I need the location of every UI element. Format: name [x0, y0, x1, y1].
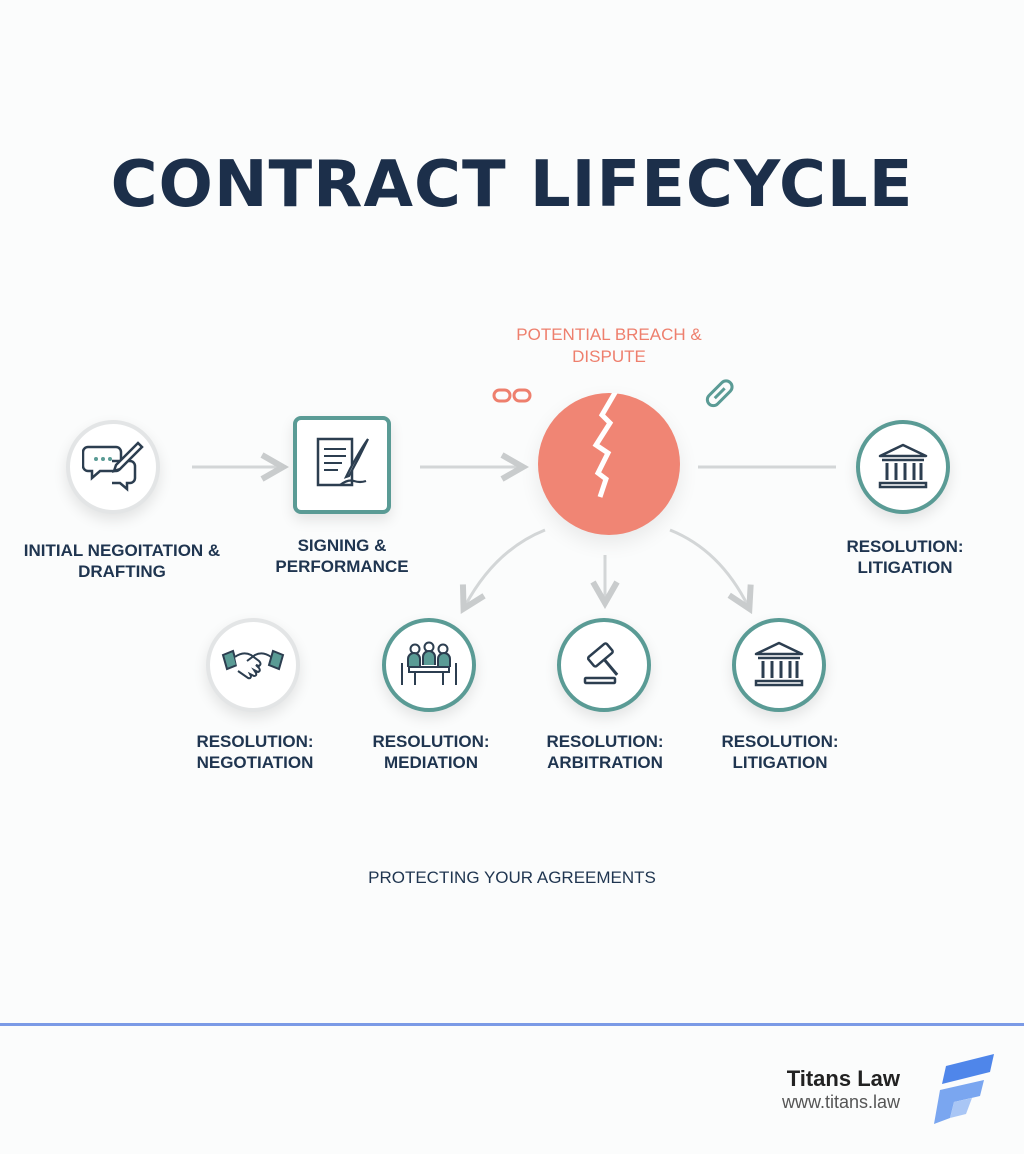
- resolution-mediation-label: RESOLUTION: MEDIATION: [372, 732, 490, 772]
- resolution-mediation-node: [382, 618, 476, 712]
- meeting-table-icon: [401, 641, 457, 685]
- breach-node: [538, 389, 680, 535]
- crack-icon: [592, 389, 619, 498]
- resolution-arbitration-label: RESOLUTION: ARBITRATION: [546, 732, 664, 772]
- diagram-title: CONTRACT LIFECYCLE: [110, 148, 914, 222]
- brand-name: Titans Law: [786, 1066, 900, 1091]
- brand-url: www.titans.law: [781, 1092, 900, 1112]
- chat-pen-icon: [82, 441, 144, 492]
- document-quill-icon: [316, 437, 369, 487]
- signing-performance-label: SIGNING & PERFORMANCE: [275, 536, 409, 576]
- breach-label: POTENTIAL BREACH & DISPUTE: [516, 325, 702, 366]
- handshake-icon: [221, 649, 285, 680]
- tagline: PROTECTING YOUR AGREEMENTS: [368, 868, 656, 887]
- courthouse-icon: [754, 641, 804, 687]
- gavel-icon: [583, 642, 619, 685]
- negotiation-drafting-label: INITIAL NEGOITATION & DRAFTING: [23, 541, 221, 581]
- arrow-breach-to-litigation: [669, 528, 748, 606]
- resolution-litigation-node: [732, 618, 826, 712]
- titans-law-logo: [934, 1054, 994, 1124]
- courthouse-icon: [878, 443, 928, 489]
- link-icon: [705, 379, 734, 408]
- footer-divider: [0, 1023, 1024, 1026]
- litigation-top-node: [856, 420, 950, 514]
- litigation-top-label: RESOLUTION: LITIGATION: [846, 537, 964, 577]
- signing-performance-node: [293, 416, 391, 514]
- resolution-litigation-label: RESOLUTION: LITIGATION: [721, 732, 839, 772]
- resolution-negotiation-label: RESOLUTION: NEGOTIATION: [196, 732, 314, 772]
- arrow-breach-to-mediation: [465, 528, 546, 606]
- broken-link-icon: [492, 388, 532, 403]
- negotiation-drafting-node: [66, 420, 160, 514]
- resolution-negotiation-node: [206, 618, 300, 712]
- resolution-arbitration-node: [557, 618, 651, 712]
